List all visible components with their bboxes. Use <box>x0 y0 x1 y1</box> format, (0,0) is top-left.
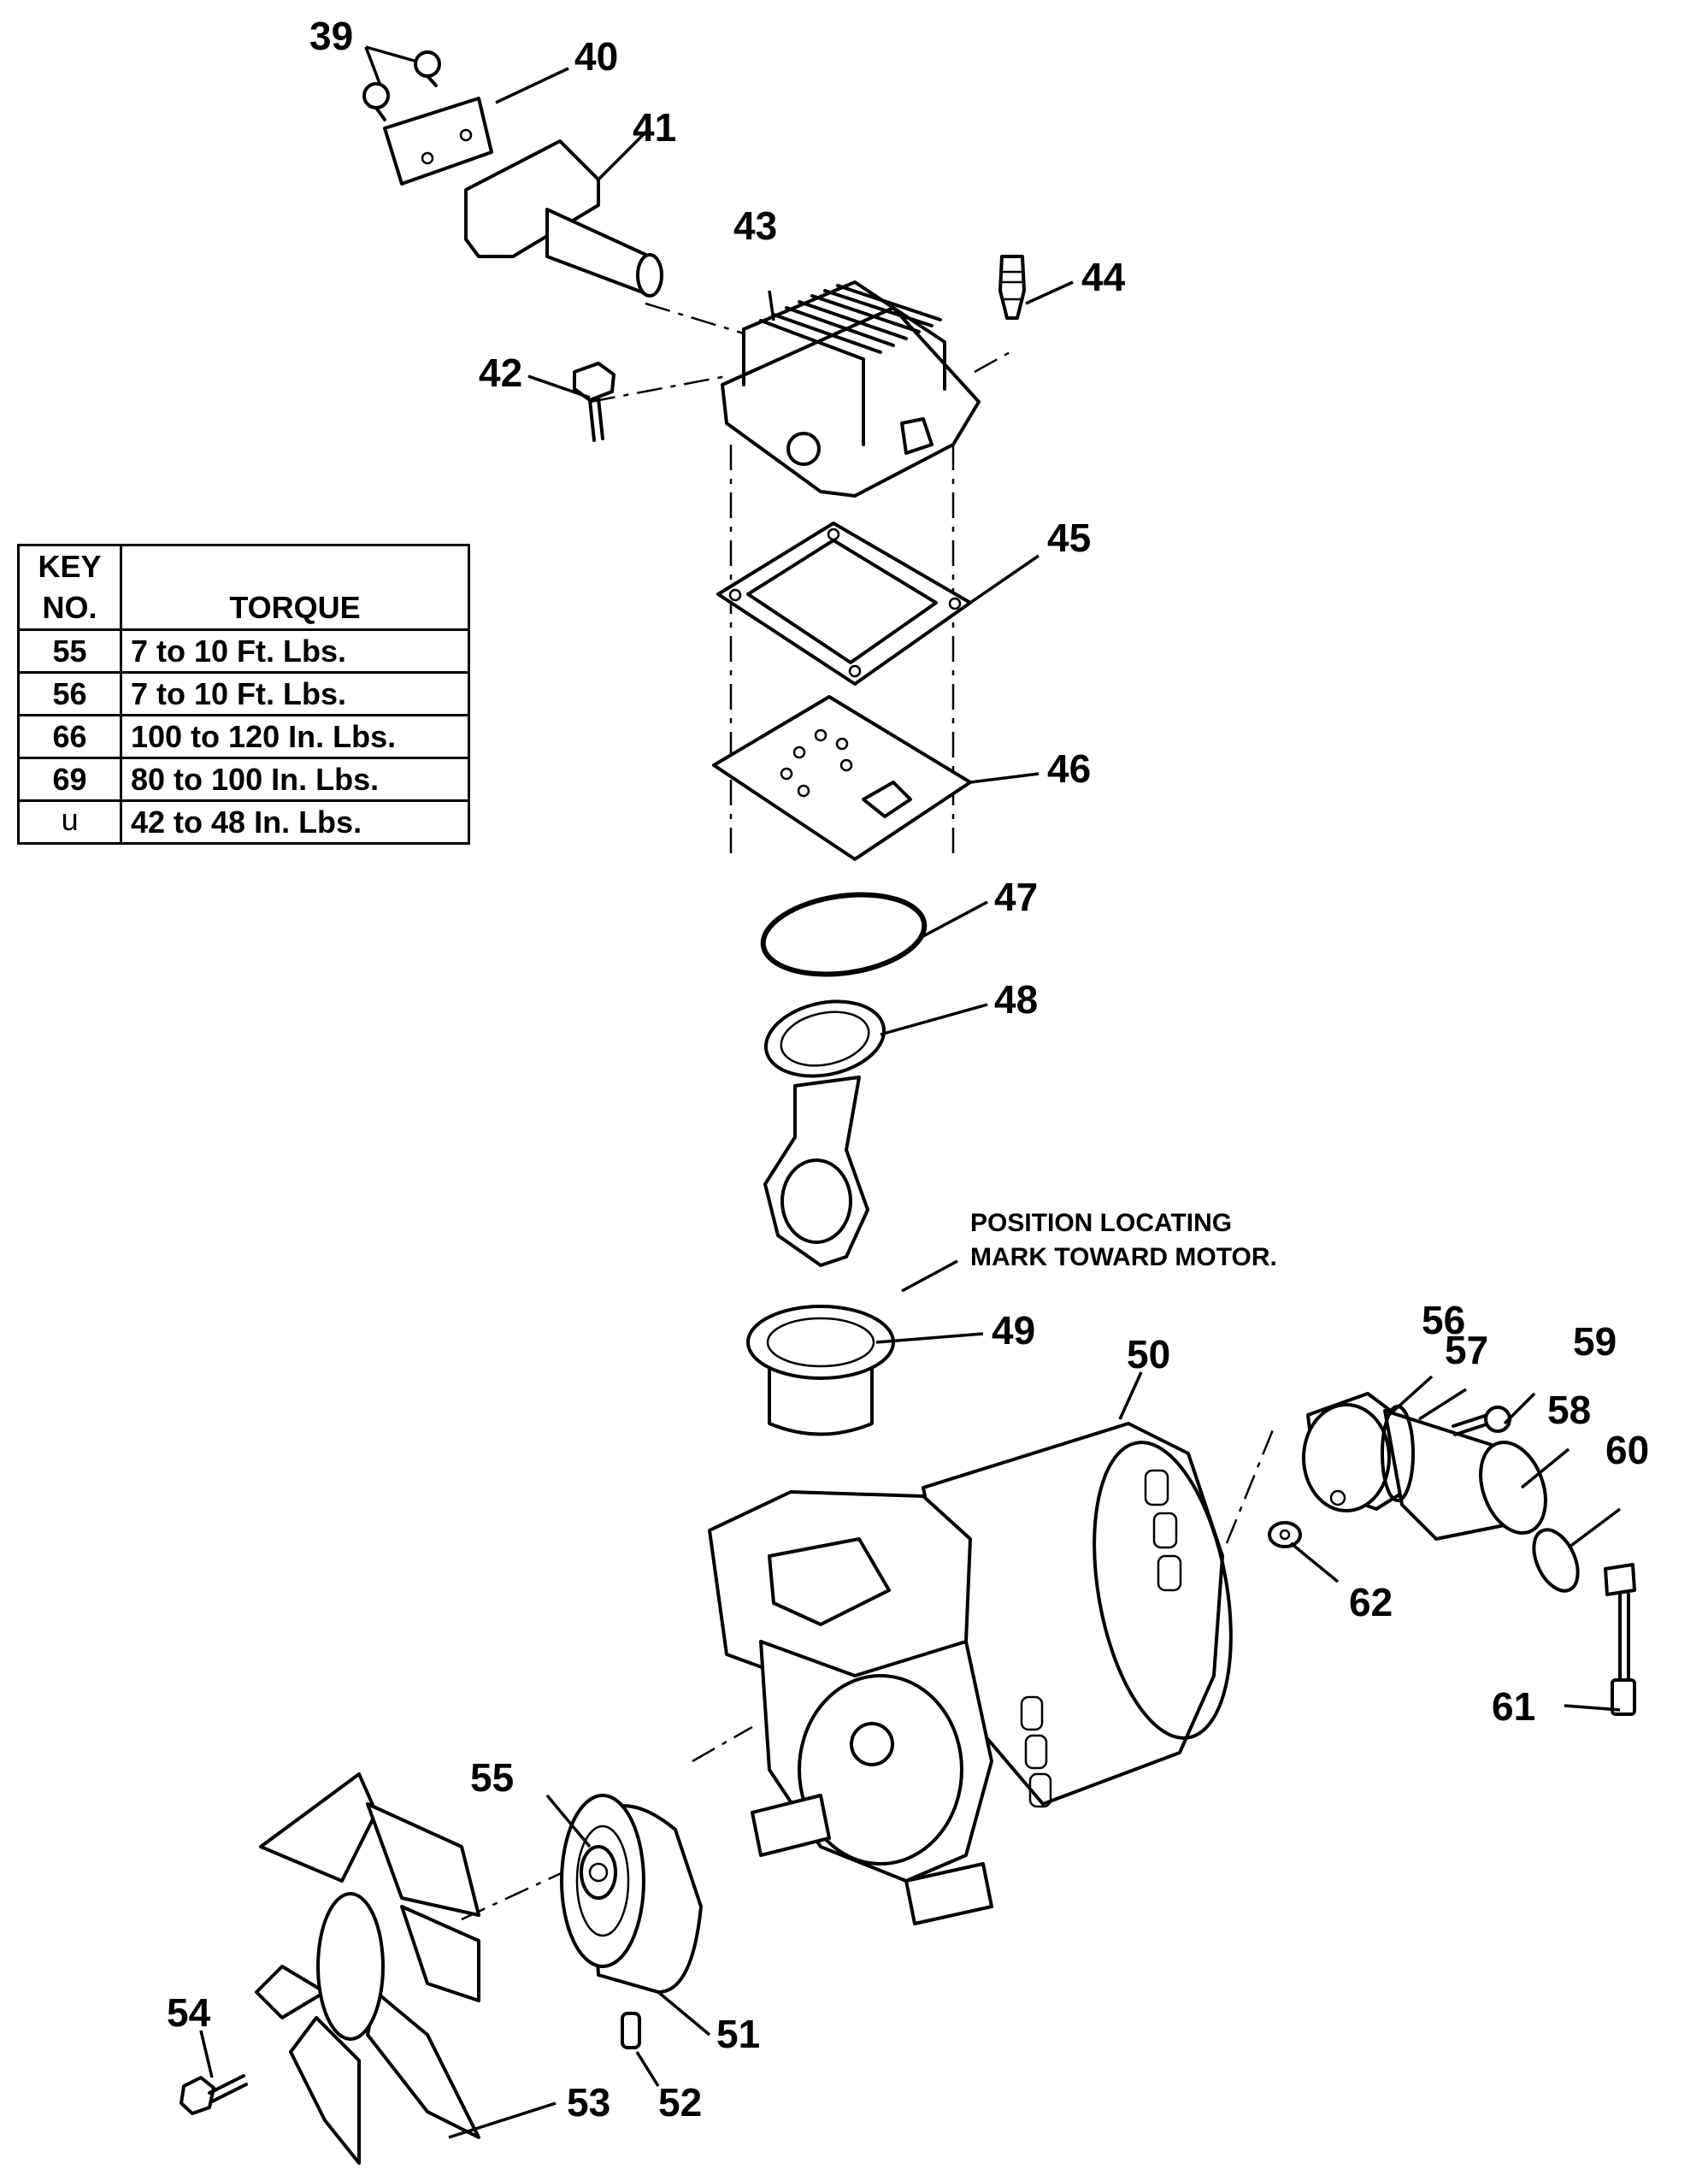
part-56-58-capacitor-assembly <box>1302 1392 1547 1541</box>
label-52: 52 <box>658 2080 702 2125</box>
torque-table-header: KEY NO. TORQUE <box>17 544 470 631</box>
note-line-1: POSITION LOCATING <box>970 1209 1232 1237</box>
part-49-cylinder-sleeve <box>746 1305 895 1436</box>
label-51: 51 <box>716 2012 760 2056</box>
part-42-bolt <box>573 362 615 442</box>
label-61: 61 <box>1492 1684 1535 1729</box>
leader-lines <box>199 67 1622 2139</box>
label-45: 45 <box>1047 516 1091 560</box>
part-60-insulator-disc <box>1532 1528 1580 1593</box>
key-cell: 66 <box>17 714 122 759</box>
part-41-intake-filter <box>464 139 663 298</box>
label-50: 50 <box>1127 1332 1170 1376</box>
part-47-o-ring <box>760 892 928 977</box>
part-44-fitting <box>998 255 1026 320</box>
label-49: 49 <box>992 1308 1035 1353</box>
label-57: 57 <box>1445 1328 1488 1372</box>
part-51-pulley <box>560 1794 703 1994</box>
torque-cell: 7 to 10 Ft. Lbs. <box>120 628 470 674</box>
torque-cell: 42 to 48 In. Lbs. <box>120 799 470 845</box>
part-43-cylinder-head <box>721 280 981 498</box>
label-46: 46 <box>1047 746 1091 791</box>
header-key-no: KEY NO. <box>17 544 122 631</box>
positioning-note: POSITION LOCATING MARK TOWARD MOTOR. <box>970 1209 1277 1271</box>
table-row: 69 80 to 100 In. Lbs. <box>17 757 470 802</box>
label-48: 48 <box>994 977 1038 1022</box>
part-52-set-screw <box>621 2012 641 2049</box>
part-48-piston-rod <box>763 999 886 1267</box>
table-row: 55 7 to 10 Ft. Lbs. <box>17 628 470 674</box>
part-40-end-plate <box>383 97 493 186</box>
part-54-bolt <box>180 2074 248 2115</box>
part-46-valve-plate <box>712 695 972 861</box>
label-62: 62 <box>1349 1580 1393 1624</box>
label-44: 44 <box>1081 255 1126 299</box>
part-59-screw <box>1452 1406 1511 1436</box>
torque-cell: 7 to 10 Ft. Lbs. <box>120 671 470 716</box>
torque-table: KEY NO. TORQUE 55 7 to 10 Ft. Lbs. 56 7 t… <box>17 544 470 845</box>
part-labels: 39 40 41 42 43 44 45 46 47 48 49 50 51 5… <box>167 14 1649 2125</box>
table-row: 66 100 to 120 In. Lbs. <box>17 714 470 759</box>
part-53-fan <box>255 1772 480 2165</box>
key-cell: 69 <box>17 757 122 802</box>
table-row: 56 7 to 10 Ft. Lbs. <box>17 671 470 716</box>
label-43: 43 <box>733 203 777 248</box>
part-62-washer <box>1268 1521 1302 1548</box>
table-row: u 42 to 48 In. Lbs. <box>17 799 470 845</box>
header-key-line2: NO. <box>42 590 97 625</box>
key-cell: 56 <box>17 671 122 716</box>
label-42: 42 <box>479 351 522 395</box>
label-55: 55 <box>470 1755 514 1800</box>
torque-cell: 80 to 100 In. Lbs. <box>120 757 470 802</box>
part-61-terminal-lead <box>1604 1563 1636 1716</box>
label-54: 54 <box>167 1990 211 2035</box>
label-40: 40 <box>574 34 618 79</box>
label-47: 47 <box>994 875 1038 919</box>
label-41: 41 <box>633 105 676 150</box>
label-59: 59 <box>1573 1319 1617 1364</box>
key-cell: 55 <box>17 628 122 674</box>
torque-cell: 100 to 120 In. Lbs. <box>120 714 470 759</box>
part-39-screws <box>362 45 441 121</box>
label-39: 39 <box>309 14 353 58</box>
header-key-line1: KEY <box>38 549 102 584</box>
part-50-motor-crankcase <box>708 1422 1233 1925</box>
key-cell: u <box>17 799 122 845</box>
label-58: 58 <box>1547 1388 1591 1432</box>
part-45-gasket <box>716 522 972 686</box>
label-60: 60 <box>1605 1428 1649 1472</box>
label-53: 53 <box>567 2080 610 2125</box>
note-line-2: MARK TOWARD MOTOR. <box>970 1243 1277 1271</box>
header-torque: TORQUE <box>120 544 470 631</box>
label-56: 56 <box>1422 1298 1465 1342</box>
part-55-nut <box>580 1845 617 1900</box>
